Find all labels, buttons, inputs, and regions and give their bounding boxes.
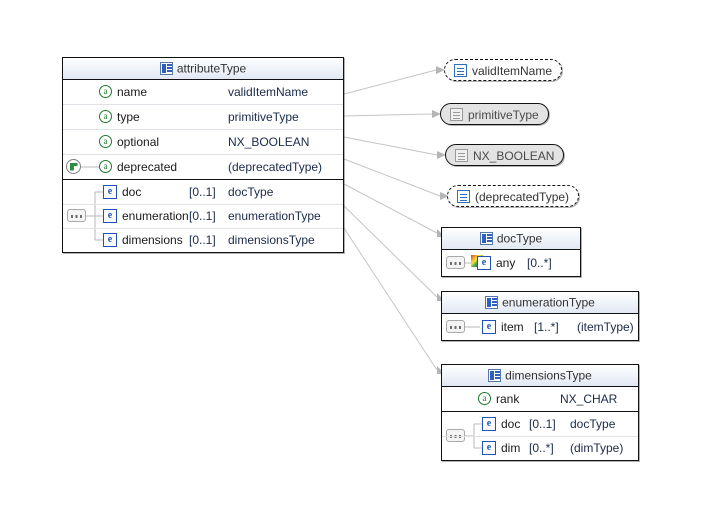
simple-type-box-deprecatedType[interactable]: (deprecatedType)	[447, 185, 580, 207]
box-header: enumerationType	[442, 292, 638, 314]
element-cardinality: [0..*]	[527, 256, 552, 270]
element-name: dimensions	[122, 233, 183, 247]
box-title: docType	[496, 231, 543, 246]
element-cardinality: [0..1]	[529, 417, 556, 431]
attribute-group: a name validItemName a type primitiveTyp…	[63, 80, 343, 179]
simple-type-box-validItemName[interactable]: validItemName	[444, 59, 563, 81]
simple-type-icon	[457, 190, 470, 204]
sequence-icon[interactable]	[67, 209, 86, 222]
element-row-dimensions[interactable]: e dimensions [0..1] dimensionsType	[63, 228, 343, 252]
attribute-icon: a	[99, 160, 112, 173]
simple-type-label: validItemName	[472, 63, 553, 78]
complex-type-box-dimensionsType[interactable]: dimensionsType a rank NX_CHAR e doc	[441, 364, 639, 461]
element-type: enumerationType	[228, 209, 321, 223]
box-header: attributeType	[63, 58, 343, 80]
attribute-type: NX_BOOLEAN	[228, 135, 310, 149]
attribute-name: optional	[117, 135, 160, 149]
element-type: (dimType)	[570, 441, 624, 455]
element-cardinality: [0..*]	[529, 441, 554, 455]
attribute-row-type[interactable]: a type primitiveType	[63, 105, 343, 130]
complex-type-icon	[159, 62, 173, 76]
attribute-row-name[interactable]: a name validItemName	[63, 80, 343, 105]
simple-type-icon	[450, 108, 463, 122]
simple-type-icon	[455, 149, 468, 163]
sequence-icon[interactable]	[446, 256, 465, 269]
element-cardinality: [0..1]	[189, 185, 216, 199]
element-name: doc	[122, 185, 142, 199]
element-name: any	[496, 256, 516, 270]
simple-type-label: (deprecatedType)	[475, 189, 570, 204]
sequence-tree-lines	[86, 191, 103, 241]
element-icon: e	[482, 441, 496, 455]
attribute-row-deprecated[interactable]: a deprecated (deprecatedType)	[63, 155, 343, 179]
element-icon: e	[482, 417, 496, 431]
element-row-doc[interactable]: e doc [0..1] docType	[442, 412, 638, 437]
element-type: dimensionsType	[228, 233, 315, 247]
attribute-icon: a	[99, 110, 112, 123]
complex-type-icon	[485, 296, 499, 310]
simple-type-label: NX_BOOLEAN	[473, 148, 555, 163]
attribute-type: (deprecatedType)	[228, 160, 323, 174]
element-row-doc[interactable]: e doc [0..1] docType	[63, 180, 343, 205]
element-group: e doc [0..1] docType e dim [0..*] (dimTy…	[442, 411, 638, 460]
element-row-dim[interactable]: e dim [0..*] (dimType)	[442, 436, 638, 460]
element-name: dim	[501, 441, 521, 455]
deprecated-icon	[66, 159, 81, 174]
element-icon: e	[103, 185, 117, 199]
element-cardinality: [0..1]	[189, 233, 216, 247]
box-title: enumerationType	[502, 295, 595, 310]
attribute-icon: a	[478, 392, 491, 405]
simple-type-box-primitiveType[interactable]: primitiveType	[440, 103, 549, 125]
element-cardinality: [1..*]	[534, 320, 559, 334]
box-title: dimensionsType	[505, 368, 592, 383]
simple-type-box-NX_BOOLEAN[interactable]: NX_BOOLEAN	[445, 144, 565, 166]
attribute-group: a rank NX_CHAR	[442, 387, 638, 411]
sequence-tree-lines	[465, 326, 480, 328]
element-name: doc	[501, 417, 521, 431]
attribute-icon: a	[99, 135, 112, 148]
complex-type-box-docType[interactable]: docType e any [0..*]	[441, 227, 581, 277]
complex-type-box-enumerationType[interactable]: enumerationType e item [1..*] (itemType)	[441, 291, 639, 341]
element-group: e any [0..*]	[442, 250, 580, 276]
element-row-enumeration[interactable]: e enumeration [0..1] enumerationType	[63, 204, 343, 229]
simple-type-label: primitiveType	[468, 107, 539, 122]
element-cardinality: [0..1]	[189, 209, 216, 223]
element-row-item[interactable]: e item [1..*] (itemType)	[442, 315, 638, 339]
attribute-icon: a	[99, 85, 112, 98]
box-header: docType	[442, 228, 580, 250]
attribute-name: rank	[496, 392, 520, 406]
attribute-name: deprecated	[117, 160, 178, 174]
deprecated-connector	[81, 166, 101, 168]
element-icon: e	[103, 233, 117, 247]
attribute-type: primitiveType	[228, 110, 299, 124]
element-group: e item [1..*] (itemType)	[442, 314, 638, 340]
box-header: dimensionsType	[442, 365, 638, 387]
element-icon: e	[103, 209, 117, 223]
element-icon: e	[477, 256, 491, 270]
element-type: (itemType)	[577, 320, 634, 334]
element-row-any[interactable]: e any [0..*]	[442, 251, 580, 275]
attribute-type: NX_CHAR	[560, 392, 618, 406]
attribute-name: name	[117, 85, 148, 99]
element-name: item	[501, 320, 524, 334]
complex-type-box-attributeType[interactable]: attributeType a name validItemName a typ…	[62, 57, 344, 253]
attribute-row-rank[interactable]: a rank NX_CHAR	[442, 387, 638, 411]
attribute-row-optional[interactable]: a optional NX_BOOLEAN	[63, 130, 343, 155]
complex-type-icon	[488, 369, 502, 383]
element-type: docType	[228, 185, 274, 199]
element-name: enumeration	[122, 209, 189, 223]
simple-type-icon	[454, 64, 467, 78]
box-title: attributeType	[176, 61, 247, 76]
sequence-icon[interactable]	[446, 320, 465, 333]
attribute-name: type	[117, 110, 140, 124]
element-type: docType	[570, 417, 616, 431]
element-icon: e	[482, 320, 496, 334]
complex-type-icon	[479, 232, 493, 246]
attribute-type: validItemName	[228, 85, 309, 99]
element-group: e doc [0..1] docType e enumeration [0..1…	[63, 179, 343, 252]
